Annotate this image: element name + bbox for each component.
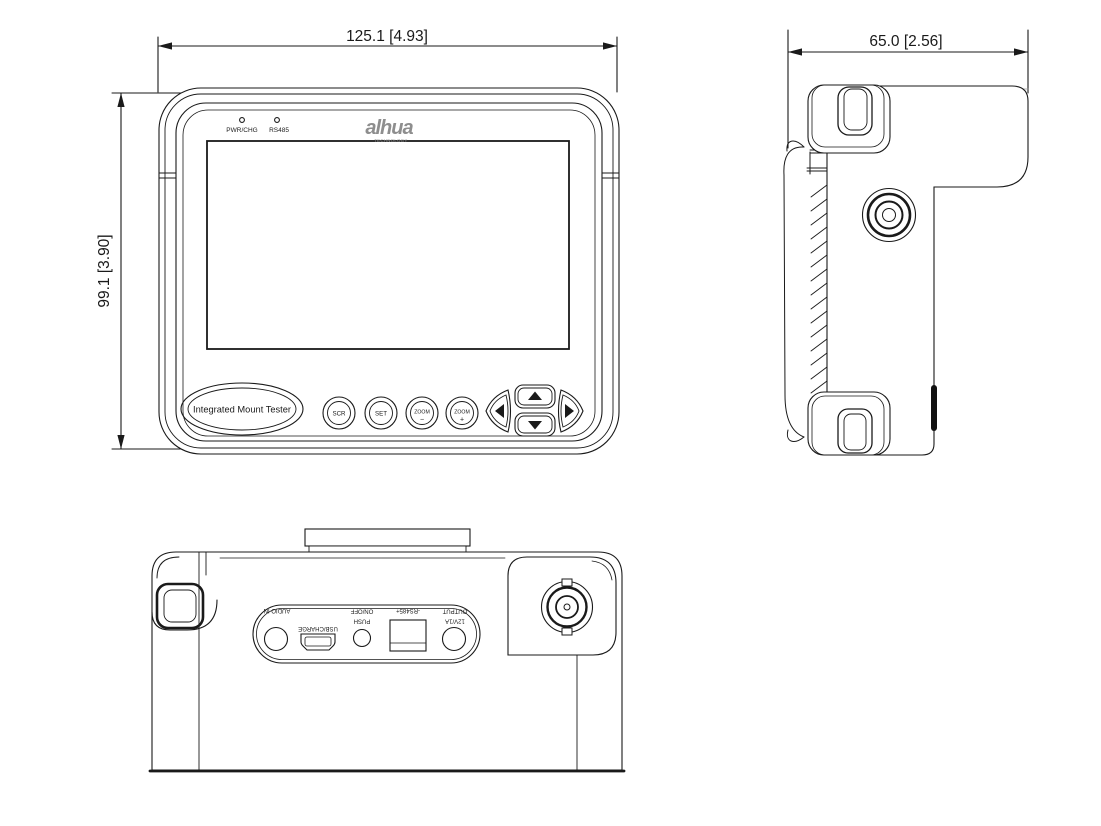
pwr-chg-led-label: PWR/CHG <box>226 127 257 134</box>
zoom-in-button[interactable]: ZOOM + <box>445 396 479 430</box>
side-body-outline <box>826 85 1029 456</box>
power-push-button[interactable] <box>352 628 372 648</box>
dahua-logo-text: alhua <box>365 117 413 139</box>
power-output-jack[interactable] <box>441 626 467 652</box>
push-label: PUSH <box>354 618 371 624</box>
audio-in-jack[interactable] <box>263 626 289 652</box>
left-arrow-icon <box>495 404 504 418</box>
front-view: 125.1 [4.93] 99.1 [3.90] <box>96 28 620 455</box>
side-depth-dim-label: 65.0 [2.56] <box>869 33 942 50</box>
dim-arrow-left <box>158 42 172 50</box>
dim-arrow-right <box>1014 48 1028 56</box>
hand-strap <box>783 140 828 442</box>
rs485-led-icon <box>274 117 280 123</box>
front-width-dim-label: 125.1 [4.93] <box>346 28 428 45</box>
kickstand-bar <box>304 528 471 555</box>
right-arrow-button[interactable] <box>557 389 584 433</box>
power-output-label-line2: OUTPUT <box>442 608 467 614</box>
dahua-logo: alhua TECHNOLOGY <box>365 117 414 143</box>
lcd-screen <box>206 140 570 350</box>
port-panel: AUDIO IN USB/CHARGE PUSH ON/OFF -RS485+ … <box>252 604 481 664</box>
front-buttons: SCR SET ZOOM − ZOOM + <box>322 396 479 430</box>
on-off-label: ON/OFF <box>350 608 373 614</box>
zoom-in-sign: + <box>460 417 464 424</box>
up-arrow-button[interactable] <box>514 384 556 409</box>
zoom-out-sign: − <box>420 417 424 424</box>
dim-arrow-right <box>603 42 617 50</box>
scr-button[interactable]: SCR <box>322 396 356 430</box>
front-height-dimension: 99.1 [3.90] <box>96 92 201 450</box>
side-view: 65.0 [2.56] <box>783 29 1029 456</box>
zoom-out-button[interactable]: ZOOM − <box>405 396 439 430</box>
pwr-chg-led-icon <box>239 117 245 123</box>
bnc-connector-block <box>507 556 617 771</box>
dim-arrow-top <box>117 93 125 107</box>
dim-arrow-bottom <box>117 435 125 449</box>
rs485-led-label: RS485 <box>269 127 289 134</box>
up-arrow-icon <box>528 391 542 400</box>
rs485-port[interactable] <box>389 619 427 652</box>
audio-in-label: AUDIO IN <box>264 607 291 613</box>
front-height-dim-label: 99.1 [3.90] <box>96 234 113 307</box>
bottom-view: AUDIO IN USB/CHARGE PUSH ON/OFF -RS485+ … <box>148 528 626 773</box>
side-edge-button[interactable] <box>931 385 937 431</box>
side-bottom-mount-slot <box>807 391 891 456</box>
power-output-label-line1: 12V/1A <box>445 618 465 624</box>
dim-arrow-left <box>788 48 802 56</box>
bnc-connector[interactable] <box>540 578 594 636</box>
side-top-mount-slot <box>807 84 891 154</box>
set-button[interactable]: SET <box>364 396 398 430</box>
usb-charge-port[interactable] <box>300 633 336 651</box>
bottom-left-bumper <box>151 556 218 631</box>
set-button-label: SET <box>375 411 387 418</box>
device-name-plate: Integrated Mount Tester <box>180 382 304 436</box>
down-arrow-icon <box>528 421 542 430</box>
bottom-mount-slot <box>155 582 205 630</box>
left-arrow-button[interactable] <box>485 389 512 433</box>
zoom-in-button-label: ZOOM <box>454 410 470 416</box>
device-name-label: Integrated Mount Tester <box>193 405 291 415</box>
side-depth-dimension: 65.0 [2.56] <box>787 29 1029 149</box>
rs485-label: -RS485+ <box>396 607 420 613</box>
grip-rib-texture <box>810 184 828 394</box>
zoom-out-button-label: ZOOM <box>414 410 430 416</box>
arrow-key-cluster <box>485 384 584 437</box>
usb-charge-label: USB/CHARGE <box>298 625 338 631</box>
front-width-dimension: 125.1 [4.93] <box>157 28 618 93</box>
dahua-logo-tagline: TECHNOLOGY <box>374 138 407 143</box>
side-knob <box>861 187 917 243</box>
led-indicators: PWR/CHG RS485 <box>226 117 289 134</box>
scr-button-label: SCR <box>332 411 346 418</box>
right-arrow-icon <box>565 404 574 418</box>
down-arrow-button[interactable] <box>514 412 556 437</box>
